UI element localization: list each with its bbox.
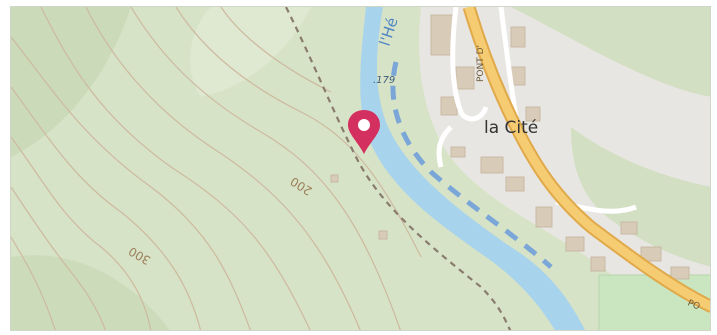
map-canvas[interactable]: l'Hé .179 la Cité PONT D' PO 200 300 (11, 7, 711, 331)
contour-lines (11, 7, 422, 330)
hillshade-light (190, 7, 311, 97)
river-elevation-label: .179 (373, 75, 395, 86)
trail-path[interactable] (285, 7, 512, 331)
place-label[interactable]: la Cité (484, 118, 538, 138)
hill-area (571, 127, 710, 267)
hill-area (511, 7, 710, 97)
buildings (330, 14, 690, 280)
map-view[interactable]: l'Hé .179 la Cité PONT D' PO 200 300 (10, 6, 711, 331)
main-road[interactable] (464, 7, 711, 312)
road-label-north: PONT D' (476, 45, 486, 82)
river-flow-line (390, 61, 553, 269)
hillshade (11, 7, 131, 157)
map-pin-icon[interactable] (348, 110, 380, 154)
river-water (360, 7, 585, 330)
road-label-south: PO (686, 299, 701, 313)
hillshade (11, 255, 170, 330)
